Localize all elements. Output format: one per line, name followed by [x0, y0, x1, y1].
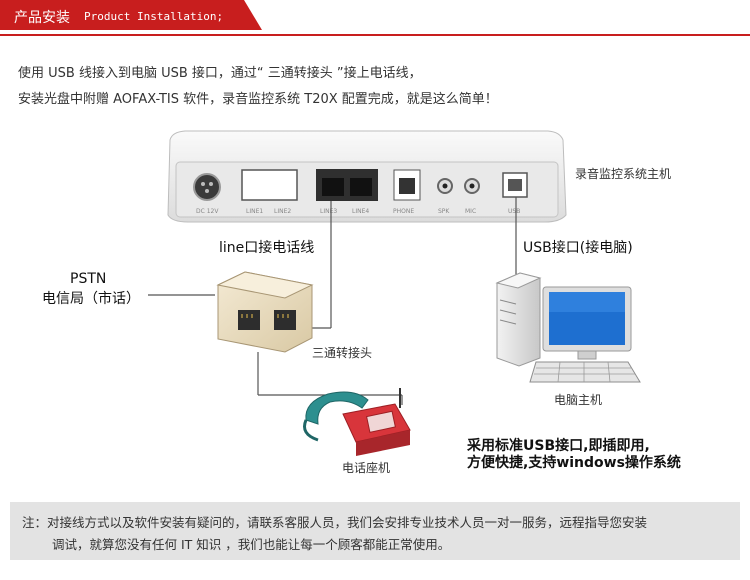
label-splitter: 三通转接头	[312, 346, 373, 360]
computer-monitor	[542, 286, 632, 360]
splitter-adapter	[216, 271, 314, 353]
label-pstn-cn: 电信局（市话）	[42, 291, 140, 307]
feature-line-2: 方便快捷,支持windows操作系统	[467, 455, 681, 471]
label-line-port: line口接电话线	[219, 240, 315, 256]
note-box: 注：对接线方式以及软件安装有疑问的，请联系客服人员，我们会安排专业技术人员一对一…	[10, 502, 740, 560]
label-computer: 电脑主机	[554, 393, 603, 407]
computer-tower	[495, 272, 542, 367]
svg-text:LINE4: LINE4	[352, 208, 369, 215]
section-header: 产品安装 Product Installation;	[0, 0, 750, 44]
svg-text:MIC: MIC	[465, 208, 476, 215]
telephone	[303, 388, 411, 456]
header-banner	[0, 0, 262, 30]
svg-text:LINE1: LINE1	[246, 208, 263, 215]
header-rule	[0, 34, 750, 36]
label-usb-port: USB接口(接电脑)	[523, 240, 633, 256]
svg-text:LINE2: LINE2	[274, 208, 291, 215]
header-title-en: Product Installation;	[84, 10, 224, 23]
header-title-cn: 产品安装	[14, 10, 70, 26]
svg-text:USB: USB	[508, 208, 520, 215]
port-cover-icon	[241, 169, 298, 201]
note-line-1: 注：对接线方式以及软件安装有疑问的，请联系客服人员，我们会安排专业技术人员一对一…	[22, 515, 648, 530]
installation-diagram: DC 12V LINE1 LINE2 LINE3 LINE4 PHONE SPK MIC U…	[148, 130, 641, 456]
power-port-icon	[193, 173, 221, 201]
svg-text:SPK: SPK	[438, 208, 450, 215]
label-host: 录音监控系统主机	[575, 167, 672, 181]
note-line-2: 调试，就算您没有任何 IT 知识 ，我们也能让每一个顾客都能正常使用。	[52, 537, 451, 552]
keyboard	[529, 361, 641, 383]
feature-line-1: 采用标准USB接口,即插即用,	[467, 438, 650, 454]
svg-text:DC 12V: DC 12V	[196, 208, 219, 215]
svg-text:PHONE: PHONE	[393, 208, 414, 215]
svg-text:LINE3: LINE3	[320, 208, 337, 215]
intro-line-2: 安装光盘中附赠 AOFAX-TIS 软件，录音监控系统 T20X 配置完成，就是…	[18, 92, 498, 107]
connection-lines	[148, 197, 517, 405]
label-pstn: PSTN	[70, 271, 107, 287]
intro-line-1: 使用 USB 线接入到电脑 USB 接口，通过“ 三通转接头 ”接上电话线，	[18, 66, 422, 81]
recording-host-device: DC 12V LINE1 LINE2 LINE3 LINE4 PHONE SPK MIC U…	[167, 130, 567, 223]
label-phone: 电话座机	[342, 461, 391, 475]
